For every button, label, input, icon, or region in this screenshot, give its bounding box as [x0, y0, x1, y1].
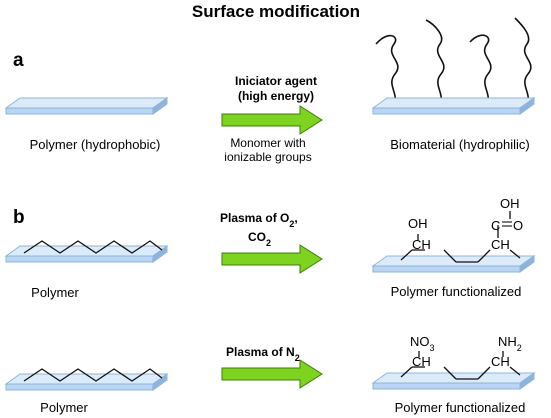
polymer-hydrophobic-caption: Polymer (hydrophobic) [30, 137, 161, 152]
ch-right-b2: CH [491, 354, 510, 369]
polymer-caption-b1: Polymer [31, 285, 79, 300]
functionalized-slab-b2 [372, 372, 535, 390]
no3-group-b2: NO3 [410, 334, 435, 353]
ch-left-b2: CH [412, 354, 431, 369]
arrow-b2 [221, 359, 323, 389]
polymer-slab-a-left [5, 97, 168, 115]
high-energy-text: (high energy) [238, 89, 314, 103]
functionalized-chain-b1 [400, 211, 521, 263]
polymer-chain-zigzag-b1 [23, 240, 163, 254]
plasma-co2-text: CO2 [248, 230, 271, 248]
oh-group-right-b1: OH [500, 196, 520, 211]
polymer-chain-3 [469, 34, 492, 109]
polymer-caption-b2: Polymer [40, 400, 88, 415]
biomaterial-hydrophilic-caption: Biomaterial (hydrophilic) [390, 137, 529, 152]
carbonyl-o-b1: O [513, 218, 523, 233]
polymer-functionalized-caption-b2: Polymer functionalized [395, 400, 526, 415]
polymer-chain-2 [425, 19, 445, 109]
diagram-title: Surface modification [192, 2, 360, 21]
functionalized-slab-b1 [372, 255, 535, 273]
ch-right-b1: CH [491, 237, 510, 252]
plasma-n2-text: Plasma of N2 [226, 345, 300, 363]
arrow-a [221, 105, 323, 135]
ch-left-b1: CH [412, 237, 431, 252]
polymer-chain-1 [375, 34, 399, 109]
polymer-chain-zigzag-b2 [23, 368, 163, 382]
initiator-agent-text: Iniciator agent [235, 74, 317, 88]
arrow-b1 [221, 244, 323, 274]
ionizable-groups-text: ionizable groups [224, 150, 311, 164]
panel-b-label: b [13, 207, 25, 228]
functionalized-chain-b2 [400, 351, 521, 380]
monomer-with-text: Monomer with [230, 136, 305, 150]
panel-a-label: a [13, 50, 24, 71]
polymer-chain-4 [514, 17, 532, 109]
carbonyl-c-b1: C [491, 218, 500, 233]
oh-group-left-b1: OH [408, 216, 428, 231]
biomaterial-slab [372, 97, 535, 115]
nh2-group-b2: NH2 [498, 334, 522, 353]
grafted-polymer-chains [375, 17, 532, 109]
polymer-functionalized-caption-b1: Polymer functionalized [391, 284, 522, 299]
plasma-o2-co2-text: Plasma of O2, [220, 211, 298, 229]
